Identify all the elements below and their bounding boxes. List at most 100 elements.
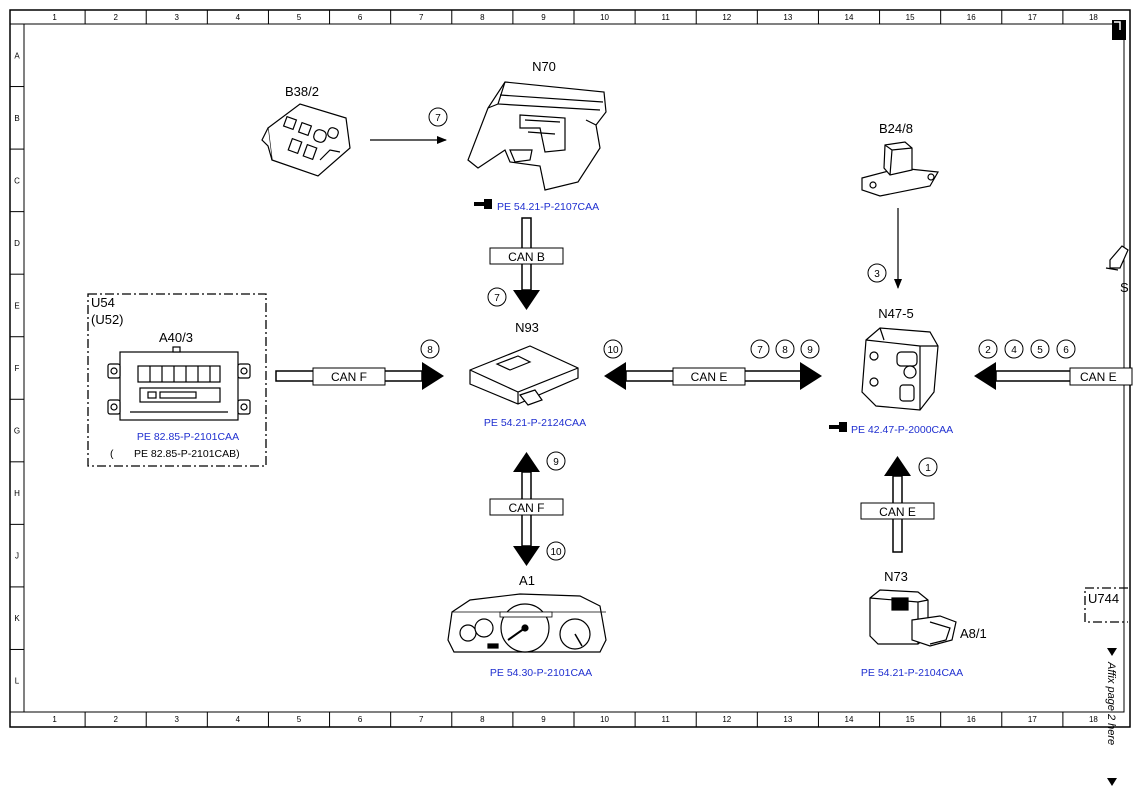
u54-group-box xyxy=(87,293,267,467)
n70-overhead-control-panel-icon xyxy=(467,81,607,191)
a40-3-ref2-paren: ( xyxy=(110,448,114,460)
grid-row-label-D: D xyxy=(14,239,20,248)
grid-col-bottom-label-7: 7 xyxy=(419,715,424,724)
svg-text:6: 6 xyxy=(1063,345,1069,356)
grid-row-label-C: C xyxy=(14,176,20,185)
signal-u54-n93: 8 xyxy=(420,339,440,359)
grid-row-label-H: H xyxy=(14,489,20,498)
signal-right-1: 2 xyxy=(978,339,998,359)
grid-col-top-label-8: 8 xyxy=(480,13,485,22)
grid-col-top-label-17: 17 xyxy=(1028,13,1037,22)
grid-row-label-F: F xyxy=(15,364,20,373)
signal-n93-n47-left: 10 xyxy=(603,339,623,359)
grid-col-top-label-11: 11 xyxy=(662,13,671,22)
signal-n73-up: 1 xyxy=(918,457,938,477)
grid-col-top-label-15: 15 xyxy=(906,13,915,22)
can-f-left-label: CAN F xyxy=(331,370,367,384)
u54-label: U54 xyxy=(91,295,115,310)
grid-col-bottom-label-5: 5 xyxy=(297,715,302,724)
svg-text:4: 4 xyxy=(1011,345,1017,356)
grid-col-bottom-label-17: 17 xyxy=(1028,715,1037,724)
signal-a1-down: 10 xyxy=(546,541,566,561)
svg-text:10: 10 xyxy=(550,547,562,558)
svg-text:7: 7 xyxy=(757,345,763,356)
grid-row-label-J: J xyxy=(15,552,19,561)
a8-1-label: A8/1 xyxy=(960,626,987,641)
can-f-vert-label: CAN F xyxy=(509,501,545,515)
signal-n70-n93: 7 xyxy=(487,287,507,307)
a1-ref-link[interactable]: PE 54.30-P-2101CAA xyxy=(490,667,592,679)
grid-col-bottom-label-16: 16 xyxy=(967,715,976,724)
n93-ref-link[interactable]: PE 54.21-P-2124CAA xyxy=(484,417,586,429)
grid-col-top-label-6: 6 xyxy=(358,13,363,22)
a40-3-label: A40/3 xyxy=(159,330,193,345)
svg-text:9: 9 xyxy=(553,457,559,468)
grid-col-bottom-label-3: 3 xyxy=(175,715,180,724)
svg-text:2: 2 xyxy=(985,345,991,356)
can-b-label: CAN B xyxy=(508,250,545,264)
b38-2-rain-light-sensor-icon xyxy=(261,103,351,177)
a40-3-ref2: PE 82.85-P-2101CAB) xyxy=(134,448,240,460)
svg-text:8: 8 xyxy=(782,345,788,356)
n73-ezs-ignition-switch-icon xyxy=(869,589,957,647)
signal-a1-up: 9 xyxy=(546,451,566,471)
can-e-mid-label: CAN E xyxy=(691,370,728,384)
n93-label: N93 xyxy=(515,320,539,335)
grid-col-bottom-label-11: 11 xyxy=(662,715,671,724)
grid-row-label-E: E xyxy=(14,301,19,310)
signal-b24-n47: 3 xyxy=(867,263,887,283)
b38-2-label: B38/2 xyxy=(285,84,319,99)
hand-pointer-icon xyxy=(474,199,492,209)
can-e-vert-bus-arrow: CAN E xyxy=(860,456,935,553)
u744-group-box xyxy=(1084,587,1128,623)
n73-label: N73 xyxy=(884,569,908,584)
signal-right-4: 6 xyxy=(1056,339,1076,359)
can-e-vert-label: CAN E xyxy=(879,505,916,519)
svg-text:8: 8 xyxy=(427,345,433,356)
can-e-right-label: CAN E xyxy=(1080,370,1117,384)
n47-5-esp-control-unit-icon xyxy=(861,327,939,411)
grid-row-label-B: B xyxy=(14,114,19,123)
a1-instrument-cluster-icon xyxy=(447,593,607,653)
grid-col-bottom-label-10: 10 xyxy=(600,715,609,724)
grid-col-bottom-label-2: 2 xyxy=(113,715,118,724)
b24-8-label: B24/8 xyxy=(879,121,913,136)
can-f-left-bus-arrow: CAN F xyxy=(275,362,444,390)
grid-col-top-label-2: 2 xyxy=(113,13,118,22)
can-b-bus-arrow: CAN B xyxy=(489,217,564,310)
grid-col-top-label-16: 16 xyxy=(967,13,976,22)
grid-col-top-label-9: 9 xyxy=(541,13,546,22)
side-note: Affix page 2 here xyxy=(1105,648,1117,786)
a40-3-ref-link[interactable]: PE 82.85-P-2101CAA xyxy=(137,431,239,443)
grid-col-bottom-label-8: 8 xyxy=(480,715,485,724)
n47-5-reference: PE 42.47-P-2000CAA xyxy=(829,422,953,436)
svg-text:1: 1 xyxy=(925,463,931,474)
grid-row-label-G: G xyxy=(14,427,20,436)
grid-col-top-label-5: 5 xyxy=(297,13,302,22)
grid-col-bottom-label-4: 4 xyxy=(236,715,241,724)
signal-n93-n47-r3: 9 xyxy=(800,339,820,359)
u54-alt-label: (U52) xyxy=(91,312,124,327)
svg-text:3: 3 xyxy=(874,269,880,280)
partial-switch-icon xyxy=(1105,245,1129,271)
svg-text:5: 5 xyxy=(1037,345,1043,356)
grid-col-top-label-4: 4 xyxy=(236,13,241,22)
can-e-right-bus-arrow: CAN E xyxy=(974,362,1133,390)
n47-5-ref-link[interactable]: PE 42.47-P-2000CAA xyxy=(851,424,953,436)
grid-row-label-A: A xyxy=(14,51,20,60)
grid-col-bottom-label-9: 9 xyxy=(541,715,546,724)
grid-row-label-L: L xyxy=(15,677,20,686)
b24-8-yaw-sensor-icon xyxy=(861,141,939,197)
grid-col-top-label-12: 12 xyxy=(722,13,731,22)
grid-col-top-label-10: 10 xyxy=(600,13,609,22)
n70-ref-link[interactable]: PE 54.21-P-2107CAA xyxy=(497,201,599,213)
n73-ref-link[interactable]: PE 54.21-P-2104CAA xyxy=(861,667,963,679)
a1-label: A1 xyxy=(519,573,535,588)
grid-col-top-label-7: 7 xyxy=(419,13,424,22)
affix-note: Affix page 2 here xyxy=(1105,661,1117,745)
grid-col-bottom-label-15: 15 xyxy=(906,715,915,724)
n93-central-gateway-icon xyxy=(469,345,579,406)
